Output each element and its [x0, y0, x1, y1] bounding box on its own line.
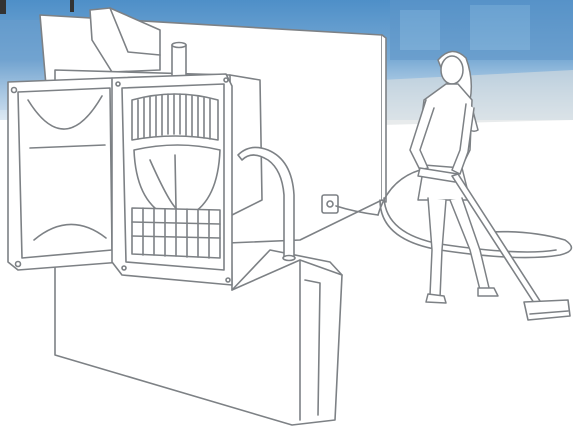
left-shoe — [426, 294, 446, 303]
open-access-door[interactable] — [8, 78, 122, 270]
wall-edge — [382, 35, 386, 202]
inlet-pipe-end — [283, 256, 295, 261]
pipe-top — [172, 43, 186, 48]
frame-screw — [122, 266, 126, 270]
right-shoe — [478, 288, 498, 296]
door-screw — [16, 262, 21, 267]
frame-screw — [116, 82, 120, 86]
floor-nozzle — [524, 300, 570, 320]
exhaust-pipe — [172, 45, 186, 78]
outlet-port — [327, 201, 333, 207]
dark-post — [0, 0, 6, 14]
frame-screw — [224, 78, 228, 82]
motor-fins — [132, 94, 218, 140]
dark-post — [70, 0, 74, 12]
head — [441, 56, 463, 84]
door-screw — [12, 88, 17, 93]
filter-cartridge-grid — [132, 208, 220, 258]
frame-screw — [226, 278, 230, 282]
bag-fold — [175, 155, 176, 208]
